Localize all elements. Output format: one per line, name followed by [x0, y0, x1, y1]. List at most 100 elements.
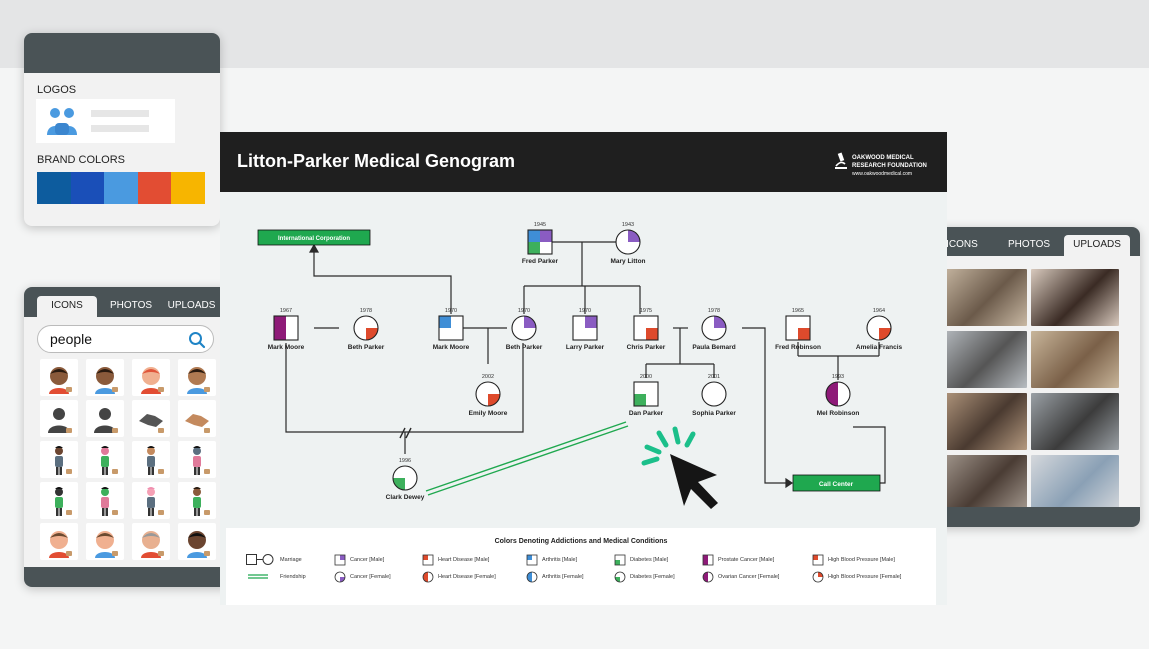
- divorce-mark: [399, 427, 412, 439]
- person-icon[interactable]: [132, 523, 170, 560]
- uploaded-photo[interactable]: [1031, 455, 1119, 512]
- call-center-box[interactable]: Call Center: [792, 474, 881, 492]
- legend-label: Prostate Cancer [Male]: [718, 557, 775, 563]
- tab-icons[interactable]: ICONS: [37, 296, 97, 317]
- corp-box[interactable]: International Corporation: [257, 229, 371, 246]
- color-swatch[interactable]: [37, 172, 71, 204]
- arrow-head: [785, 477, 794, 489]
- person-icon[interactable]: [40, 441, 78, 478]
- uploaded-photo[interactable]: [1031, 331, 1119, 388]
- uploaded-photo[interactable]: [939, 331, 1027, 388]
- person-name: Clark Dewey: [386, 494, 425, 501]
- legend-symbol: [526, 571, 538, 583]
- person-name: Chris Parker: [627, 344, 666, 351]
- person-icon[interactable]: [178, 523, 216, 560]
- color-swatch[interactable]: [171, 172, 205, 204]
- birth-year: 1978: [360, 308, 372, 314]
- person-icon[interactable]: [178, 482, 216, 519]
- person-icon[interactable]: [86, 359, 124, 396]
- birth-year: 1993: [832, 374, 844, 380]
- person-icon[interactable]: [40, 359, 78, 396]
- legend-title: Colors Denoting Addictions and Medical C…: [494, 538, 668, 545]
- person-icon[interactable]: [40, 400, 78, 437]
- person-icon[interactable]: [178, 400, 216, 437]
- uploaded-photo[interactable]: [939, 455, 1027, 512]
- tab-uploads[interactable]: UPLOADS: [167, 300, 216, 311]
- tab-uploads[interactable]: UPLOADS: [1064, 235, 1130, 256]
- tab-icons[interactable]: ICONS: [946, 239, 978, 250]
- person-icon[interactable]: [86, 400, 124, 437]
- icon-panel-footer: [24, 567, 232, 587]
- children-line: [523, 242, 641, 314]
- person-icon[interactable]: [86, 523, 124, 560]
- tab-photos[interactable]: PHOTOS: [109, 300, 153, 311]
- birth-year: 1975: [640, 308, 652, 314]
- person-icon[interactable]: [178, 441, 216, 478]
- person-name: Mel Robinson: [817, 410, 860, 417]
- person-icon[interactable]: [178, 359, 216, 396]
- legend-symbol: [334, 571, 346, 583]
- color-swatch[interactable]: [70, 172, 105, 204]
- uploaded-photo[interactable]: [1031, 393, 1119, 450]
- person-icon[interactable]: [132, 482, 170, 519]
- birth-year: 2002: [482, 374, 494, 380]
- person-icon-graphic: [55, 445, 72, 475]
- color-swatch[interactable]: [104, 172, 138, 204]
- legend-symbol: [702, 554, 714, 566]
- color-swatch[interactable]: [137, 172, 172, 204]
- birth-year: 1970: [518, 308, 530, 314]
- genogram-header: Litton-Parker Medical Genogram OAKWOOD M…: [220, 132, 947, 192]
- birth-year: 1996: [399, 458, 411, 464]
- uploaded-photo[interactable]: [1031, 269, 1119, 326]
- legend-symbol: [248, 574, 268, 579]
- legend-symbol: [812, 554, 824, 566]
- person-icon[interactable]: [40, 482, 78, 519]
- legend-label: High Blood Pressure [Male]: [828, 557, 895, 563]
- icon-library-panel: ICONS PHOTOS UPLOADS people: [24, 287, 232, 587]
- relationship-lines: [285, 241, 886, 489]
- person-icon[interactable]: [132, 359, 170, 396]
- person-icon[interactable]: [86, 441, 124, 478]
- legend-symbol: [422, 554, 434, 566]
- uploaded-photo[interactable]: [939, 269, 1027, 326]
- person-icon-graphic: [141, 530, 164, 558]
- search-icon[interactable]: [188, 331, 206, 349]
- person-icon[interactable]: [40, 523, 78, 560]
- people-logo-icon: [47, 108, 77, 135]
- logo-thumbnail[interactable]: [36, 99, 175, 143]
- legend-label: Arthritis [Female]: [542, 574, 584, 580]
- genogram-canvas[interactable]: Litton-Parker Medical Genogram OAKWOOD M…: [220, 132, 947, 605]
- icon-results-grid: [40, 359, 216, 560]
- uploaded-photo[interactable]: [939, 393, 1027, 450]
- logo-text-line: [91, 125, 149, 132]
- icon-search-input[interactable]: people: [37, 325, 214, 353]
- person-icon[interactable]: [132, 400, 170, 437]
- call-center-label: Call Center: [819, 481, 854, 488]
- person-icon-graphic: [193, 445, 210, 475]
- person-icon-graphic: [55, 486, 72, 516]
- person-icon[interactable]: [132, 441, 170, 478]
- birth-year: 2001: [708, 374, 720, 380]
- legend-label: Heart Disease [Male]: [438, 557, 490, 563]
- tab-photos[interactable]: PHOTOS: [1007, 239, 1051, 250]
- person-icon[interactable]: [86, 482, 124, 519]
